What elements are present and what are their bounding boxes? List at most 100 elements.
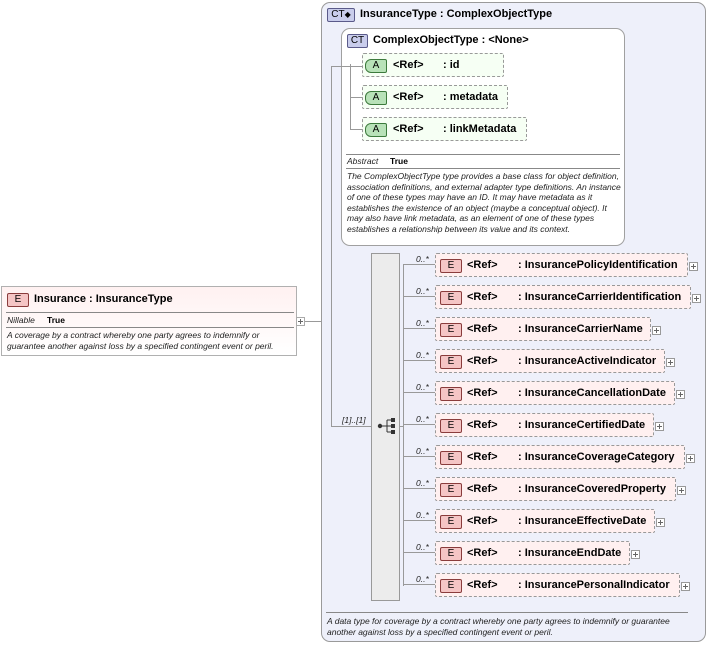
element-name: : InsurancePolicyIdentification <box>518 259 678 271</box>
element-insurance-active-indicator[interactable]: E <Ref> : InsuranceActiveIndicator <box>435 349 665 373</box>
plus-expand-icon[interactable] <box>692 294 701 303</box>
element-insurance-policy-identification[interactable]: E <Ref> : InsurancePolicyIdentification <box>435 253 688 277</box>
plus-expand-icon[interactable] <box>631 550 640 559</box>
element-badge-icon: E <box>440 259 462 273</box>
root-element-insurance[interactable]: E Insurance : InsuranceType Nillable Tru… <box>1 286 297 356</box>
element-name: : InsurancePersonalIndicator <box>518 579 670 591</box>
attribute-ref: <Ref> <box>393 59 424 71</box>
element-insurance-effective-date[interactable]: E <Ref> : InsuranceEffectiveDate <box>435 509 655 533</box>
attribute-badge-icon: A <box>365 123 387 137</box>
element-name: : InsuranceCoveredProperty <box>518 483 666 495</box>
element-insurance-cancellation-date[interactable]: E <Ref> : InsuranceCancellationDate <box>435 381 675 405</box>
abstract-value: True <box>390 156 408 166</box>
connector-line <box>403 296 436 297</box>
element-ref: <Ref> <box>467 515 498 527</box>
attribute-badge-icon: A <box>365 91 387 105</box>
root-element-description: A coverage by a contract whereby one par… <box>7 330 274 351</box>
element-ref: <Ref> <box>467 579 498 591</box>
plus-expand-icon[interactable] <box>689 262 698 271</box>
connector-line <box>403 424 436 425</box>
element-badge-icon: E <box>440 547 462 561</box>
plus-expand-icon[interactable] <box>655 422 664 431</box>
complex-type-icon: CT◆ <box>327 8 355 22</box>
sequence-compositor-icon <box>377 418 395 434</box>
complex-type-icon: CT <box>347 34 368 48</box>
element-name: : InsuranceCarrierName <box>518 323 643 335</box>
connector-line <box>350 66 363 67</box>
plus-expand-icon[interactable] <box>652 326 661 335</box>
divider <box>326 612 688 613</box>
element-badge-icon: E <box>440 387 462 401</box>
element-cardinality: 0..* <box>416 446 429 456</box>
expand-arrow-icon: ◆ <box>344 10 351 19</box>
connector-line <box>403 488 436 489</box>
element-name: : InsuranceCoverageCategory <box>518 451 675 463</box>
element-badge-icon: E <box>440 515 462 529</box>
attribute-id[interactable]: A <Ref> : id <box>362 53 504 77</box>
connector-line <box>331 426 371 427</box>
element-ref: <Ref> <box>467 355 498 367</box>
connector-line <box>403 328 436 329</box>
element-insurance-end-date[interactable]: E <Ref> : InsuranceEndDate <box>435 541 630 565</box>
element-insurance-personal-indicator[interactable]: E <Ref> : InsurancePersonalIndicator <box>435 573 680 597</box>
element-cardinality: 0..* <box>416 478 429 488</box>
outer-type-description: A data type for coverage by a contract w… <box>327 616 670 637</box>
element-insurance-covered-property[interactable]: E <Ref> : InsuranceCoveredProperty <box>435 477 676 501</box>
element-cardinality: 0..* <box>416 254 429 264</box>
plus-expand-icon[interactable] <box>677 486 686 495</box>
connector-line <box>403 456 436 457</box>
element-name: : InsuranceCarrierIdentification <box>518 291 682 303</box>
complex-type-badge-label: CT <box>331 9 345 20</box>
plus-expand-icon[interactable] <box>676 390 685 399</box>
element-name: : InsuranceEffectiveDate <box>518 515 647 527</box>
divider <box>346 154 620 155</box>
element-badge-icon: E <box>440 483 462 497</box>
element-ref: <Ref> <box>467 483 498 495</box>
element-ref: <Ref> <box>467 547 498 559</box>
root-element-title: Insurance : InsuranceType <box>34 293 173 305</box>
inner-type-title: ComplexObjectType : <None> <box>373 34 529 46</box>
element-badge-icon: E <box>440 419 462 433</box>
divider <box>6 327 294 328</box>
plus-expand-icon[interactable] <box>681 582 690 591</box>
divider <box>346 168 620 169</box>
element-cardinality: 0..* <box>416 414 429 424</box>
connector-line <box>403 520 436 521</box>
attribute-ref: <Ref> <box>393 91 424 103</box>
element-insurance-carrier-name[interactable]: E <Ref> : InsuranceCarrierName <box>435 317 651 341</box>
attribute-link-metadata[interactable]: A <Ref> : linkMetadata <box>362 117 527 141</box>
element-insurance-certified-date[interactable]: E <Ref> : InsuranceCertifiedDate <box>435 413 654 437</box>
connector-line <box>403 552 436 553</box>
element-ref: <Ref> <box>467 291 498 303</box>
element-badge-icon: E <box>440 323 462 337</box>
inner-type-description: The ComplexObjectType type provides a ba… <box>347 171 621 234</box>
attribute-metadata[interactable]: A <Ref> : metadata <box>362 85 508 109</box>
connector-line <box>331 66 332 427</box>
nillable-label: Nillable <box>7 315 35 325</box>
element-insurance-carrier-identification[interactable]: E <Ref> : InsuranceCarrierIdentification <box>435 285 691 309</box>
connector-line <box>331 66 350 67</box>
sequence-compositor[interactable] <box>371 253 400 601</box>
element-cardinality: 0..* <box>416 382 429 392</box>
collapse-icon[interactable] <box>296 317 305 326</box>
connector-line <box>403 360 436 361</box>
element-name: : InsuranceEndDate <box>518 547 622 559</box>
plus-expand-icon[interactable] <box>666 358 675 367</box>
attribute-name: : linkMetadata <box>443 123 517 135</box>
plus-expand-icon[interactable] <box>686 454 695 463</box>
connector-line <box>400 426 403 427</box>
element-name: : InsuranceCertifiedDate <box>518 419 646 431</box>
connector-line <box>403 264 404 586</box>
element-name: : InsuranceActiveIndicator <box>518 355 657 367</box>
element-insurance-coverage-category[interactable]: E <Ref> : InsuranceCoverageCategory <box>435 445 685 469</box>
element-badge-icon: E <box>440 451 462 465</box>
element-cardinality: 0..* <box>416 574 429 584</box>
element-ref: <Ref> <box>467 323 498 335</box>
plus-expand-icon[interactable] <box>656 518 665 527</box>
divider <box>6 312 294 313</box>
element-cardinality: 0..* <box>416 510 429 520</box>
connector-line <box>350 129 363 130</box>
element-cardinality: 0..* <box>416 286 429 296</box>
connector-line <box>403 264 436 265</box>
element-ref: <Ref> <box>467 387 498 399</box>
